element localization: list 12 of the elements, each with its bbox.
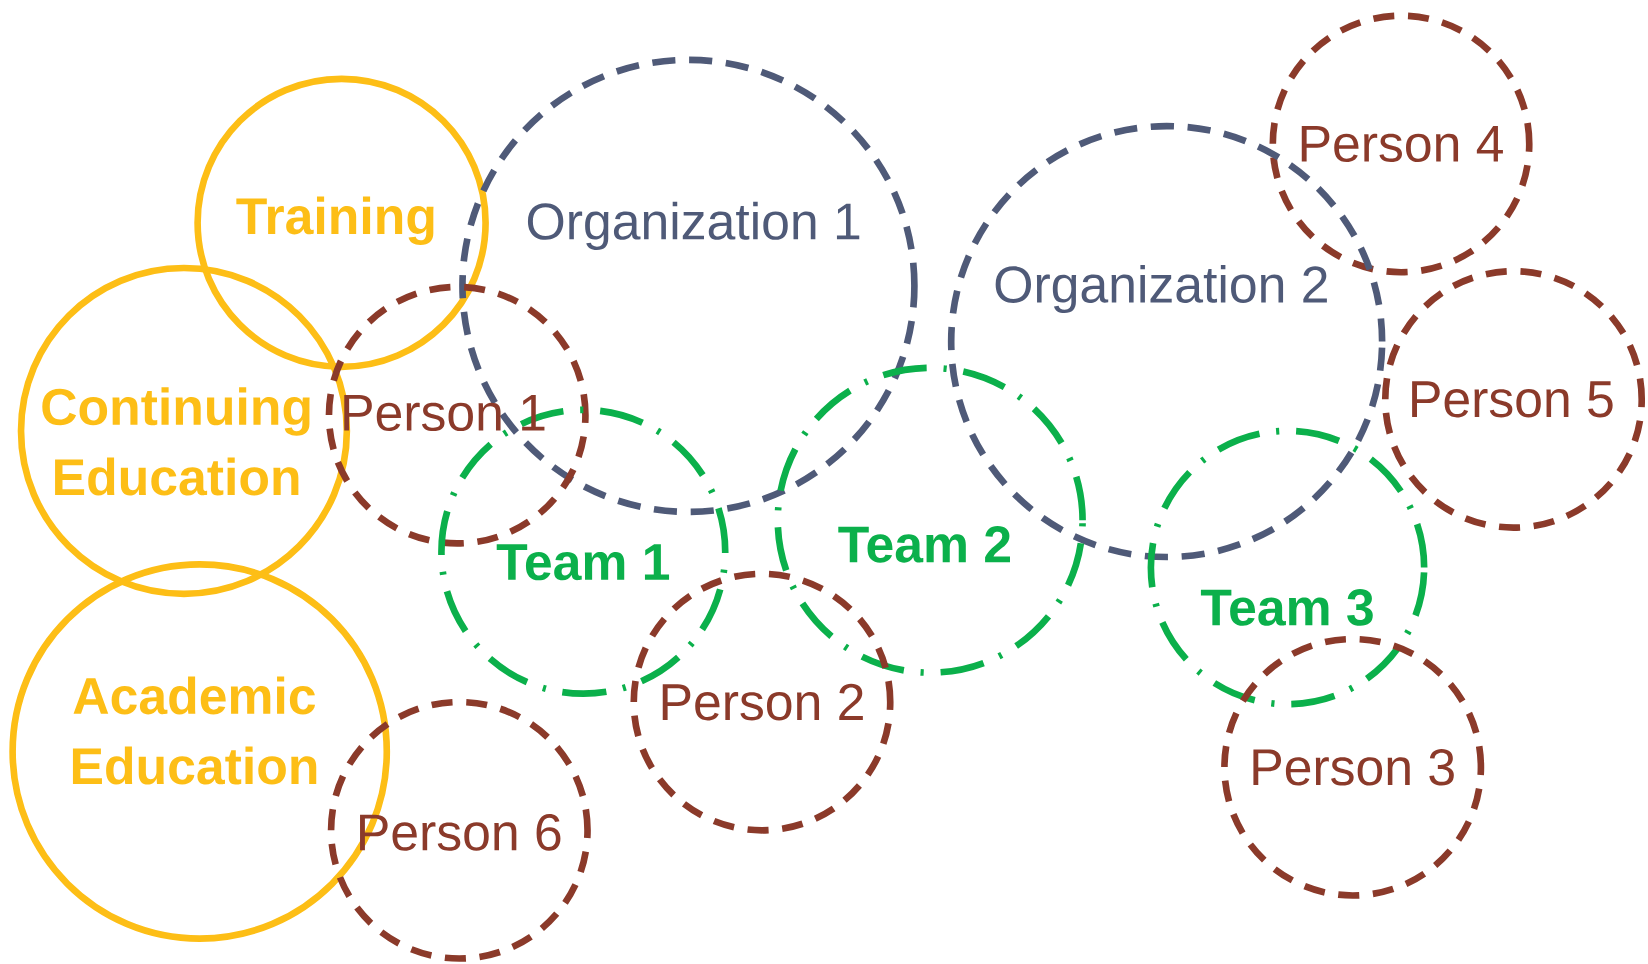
circle-label: Person 2 <box>662 683 863 721</box>
circle-label: Team 1 <box>496 544 670 581</box>
circle-label: Training <box>236 196 434 245</box>
circle-label: Organization 2 <box>995 265 1327 314</box>
circle-label: Person 3 <box>1253 749 1454 786</box>
circle-label: Person 4 <box>1301 126 1503 163</box>
circle-label: Organization 1 <box>527 201 860 251</box>
circle-label: Team 2 <box>838 526 1010 563</box>
circle-label: Person 5 <box>1412 381 1613 418</box>
circle-label: Academic Education <box>72 676 317 785</box>
circle-label: Continuing Education <box>42 387 310 496</box>
circle-label: Team 3 <box>1200 589 1373 626</box>
